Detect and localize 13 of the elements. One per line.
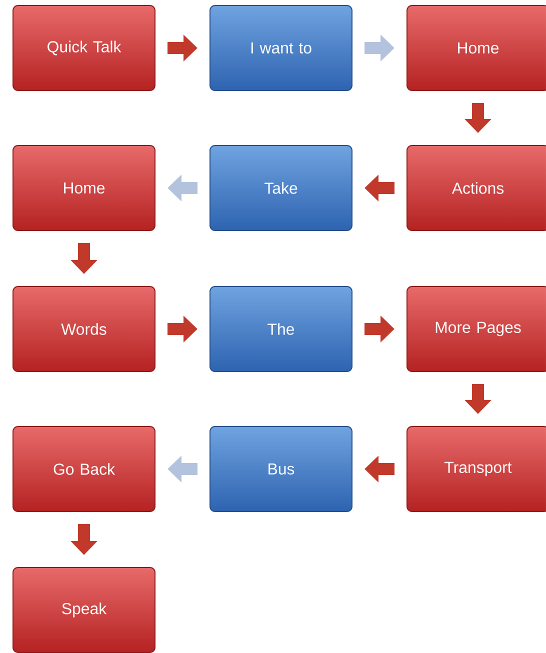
process-box: Transport [406,426,546,512]
process-box: The [210,286,352,372]
process-box: Actions [406,145,546,231]
process-box: Bus [210,426,352,512]
process-box: Quick Talk [12,5,156,91]
process-box: Go Back [12,426,156,512]
process-box: Take [210,145,352,231]
process-box: Home [12,145,156,231]
process-box: More Pages [406,286,546,372]
process-box: Speak [12,567,156,653]
process-box: Home [406,5,546,91]
process-box: Words [12,286,156,372]
process-box: I want to [210,5,352,91]
